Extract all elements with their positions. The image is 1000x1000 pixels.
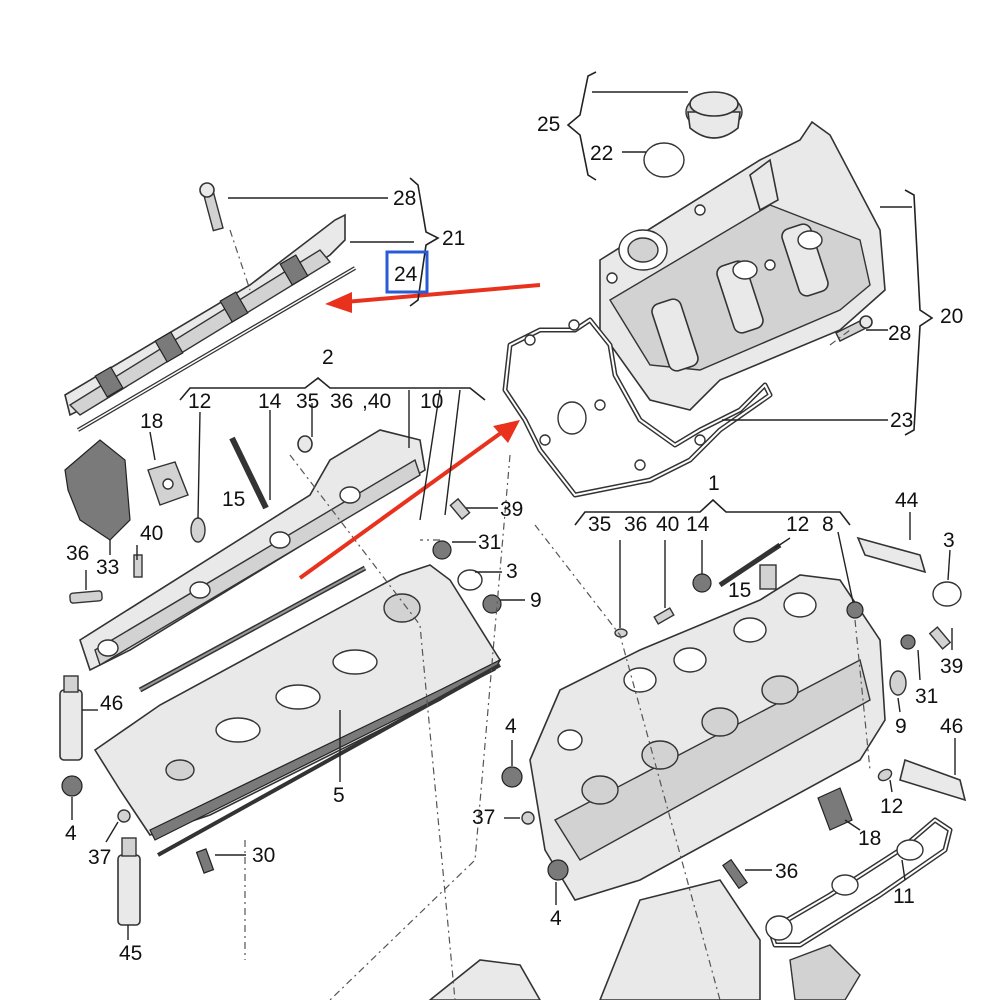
label-18: 18 bbox=[140, 410, 163, 433]
label-22: 22 bbox=[590, 142, 613, 165]
sealant-tubes-right bbox=[856, 536, 967, 802]
seal-ring-part-22 bbox=[643, 142, 685, 178]
highlight-box-24 bbox=[385, 250, 429, 294]
bracket-part-18-left bbox=[147, 461, 189, 506]
label-23: 23 bbox=[890, 409, 913, 432]
label-31: 31 bbox=[915, 685, 938, 708]
label-36: 36 bbox=[775, 860, 798, 883]
small-parts-right bbox=[501, 542, 962, 890]
label-12: 12 bbox=[188, 390, 211, 413]
camshaft-rods bbox=[138, 436, 367, 693]
label-35: 35 bbox=[588, 513, 611, 536]
label-10: 10 bbox=[420, 390, 443, 413]
label-2: 2 bbox=[322, 346, 334, 369]
label-40: ,40 bbox=[362, 390, 391, 413]
label-4: 4 bbox=[550, 907, 562, 930]
cover-part-33 bbox=[64, 439, 131, 541]
part-labels: 25 22 28 21 24 20 28 2 12 14 35 36 ,40 1… bbox=[65, 113, 963, 965]
label-5: 5 bbox=[333, 784, 345, 807]
label-4: 4 bbox=[65, 822, 77, 845]
label-36: 36 bbox=[66, 542, 89, 565]
label-35: 35 bbox=[296, 390, 319, 413]
label-21: 21 bbox=[442, 227, 465, 250]
cylinder-head-cover-part-20 bbox=[599, 120, 886, 411]
gasket-part-11 bbox=[765, 817, 953, 948]
oil-filler-cap bbox=[685, 91, 743, 139]
bottom-partial-parts bbox=[428, 879, 861, 1000]
gasket-strip-part-5 bbox=[157, 663, 501, 857]
bolt-part-28-left bbox=[199, 182, 224, 232]
label-28: 28 bbox=[888, 322, 911, 345]
label-9: 9 bbox=[895, 715, 907, 738]
label-15: 15 bbox=[222, 488, 245, 511]
label-25: 25 bbox=[537, 113, 560, 136]
label-37: 37 bbox=[88, 846, 111, 869]
center-lines bbox=[229, 229, 871, 1000]
label-39: 39 bbox=[940, 655, 963, 678]
cylinder-head-left-part-5 bbox=[93, 564, 502, 841]
label-15: 15 bbox=[728, 579, 751, 602]
label-28: 28 bbox=[393, 187, 416, 210]
label-46: 46 bbox=[100, 692, 123, 715]
leader-lines bbox=[71, 151, 956, 940]
label-14: 14 bbox=[258, 390, 282, 413]
label-46: 46 bbox=[940, 715, 963, 738]
label-45: 45 bbox=[119, 942, 142, 965]
cylinder-head-right-part-1 bbox=[529, 574, 886, 901]
seal-strip-part-24 bbox=[76, 266, 357, 432]
label-3: 3 bbox=[943, 529, 955, 552]
label-12: 12 bbox=[786, 513, 809, 536]
label-36: 36 bbox=[624, 513, 647, 536]
camshaft-rail-part-21 bbox=[64, 213, 346, 417]
label-14: 14 bbox=[686, 513, 710, 536]
label-36: 36 bbox=[330, 390, 353, 413]
red-arrows bbox=[298, 283, 541, 580]
small-parts-left bbox=[69, 435, 502, 614]
label-3: 3 bbox=[506, 560, 518, 583]
label-18: 18 bbox=[858, 827, 881, 850]
label-44: 44 bbox=[895, 489, 919, 512]
label-40: 40 bbox=[656, 513, 679, 536]
label-1: 1 bbox=[708, 472, 720, 495]
label-4: 4 bbox=[505, 715, 517, 738]
label-33: 33 bbox=[96, 556, 119, 579]
label-40: 40 bbox=[140, 522, 163, 545]
label-31: 31 bbox=[478, 531, 501, 554]
bolt-part-28-right bbox=[835, 315, 873, 342]
label-37: 37 bbox=[472, 806, 495, 829]
sealant-tubes-left bbox=[59, 675, 215, 926]
label-12: 12 bbox=[880, 795, 903, 818]
label-30: 30 bbox=[252, 844, 275, 867]
label-9: 9 bbox=[530, 589, 542, 612]
label-8: 8 bbox=[822, 513, 834, 536]
braces bbox=[179, 71, 934, 526]
label-20: 20 bbox=[940, 305, 963, 328]
cover-gasket-part-23 bbox=[502, 317, 773, 498]
label-39: 39 bbox=[500, 498, 523, 521]
label-24: 24 bbox=[394, 263, 418, 286]
camshaft-housing-part-2 bbox=[79, 429, 426, 672]
label-11: 11 bbox=[893, 885, 915, 908]
